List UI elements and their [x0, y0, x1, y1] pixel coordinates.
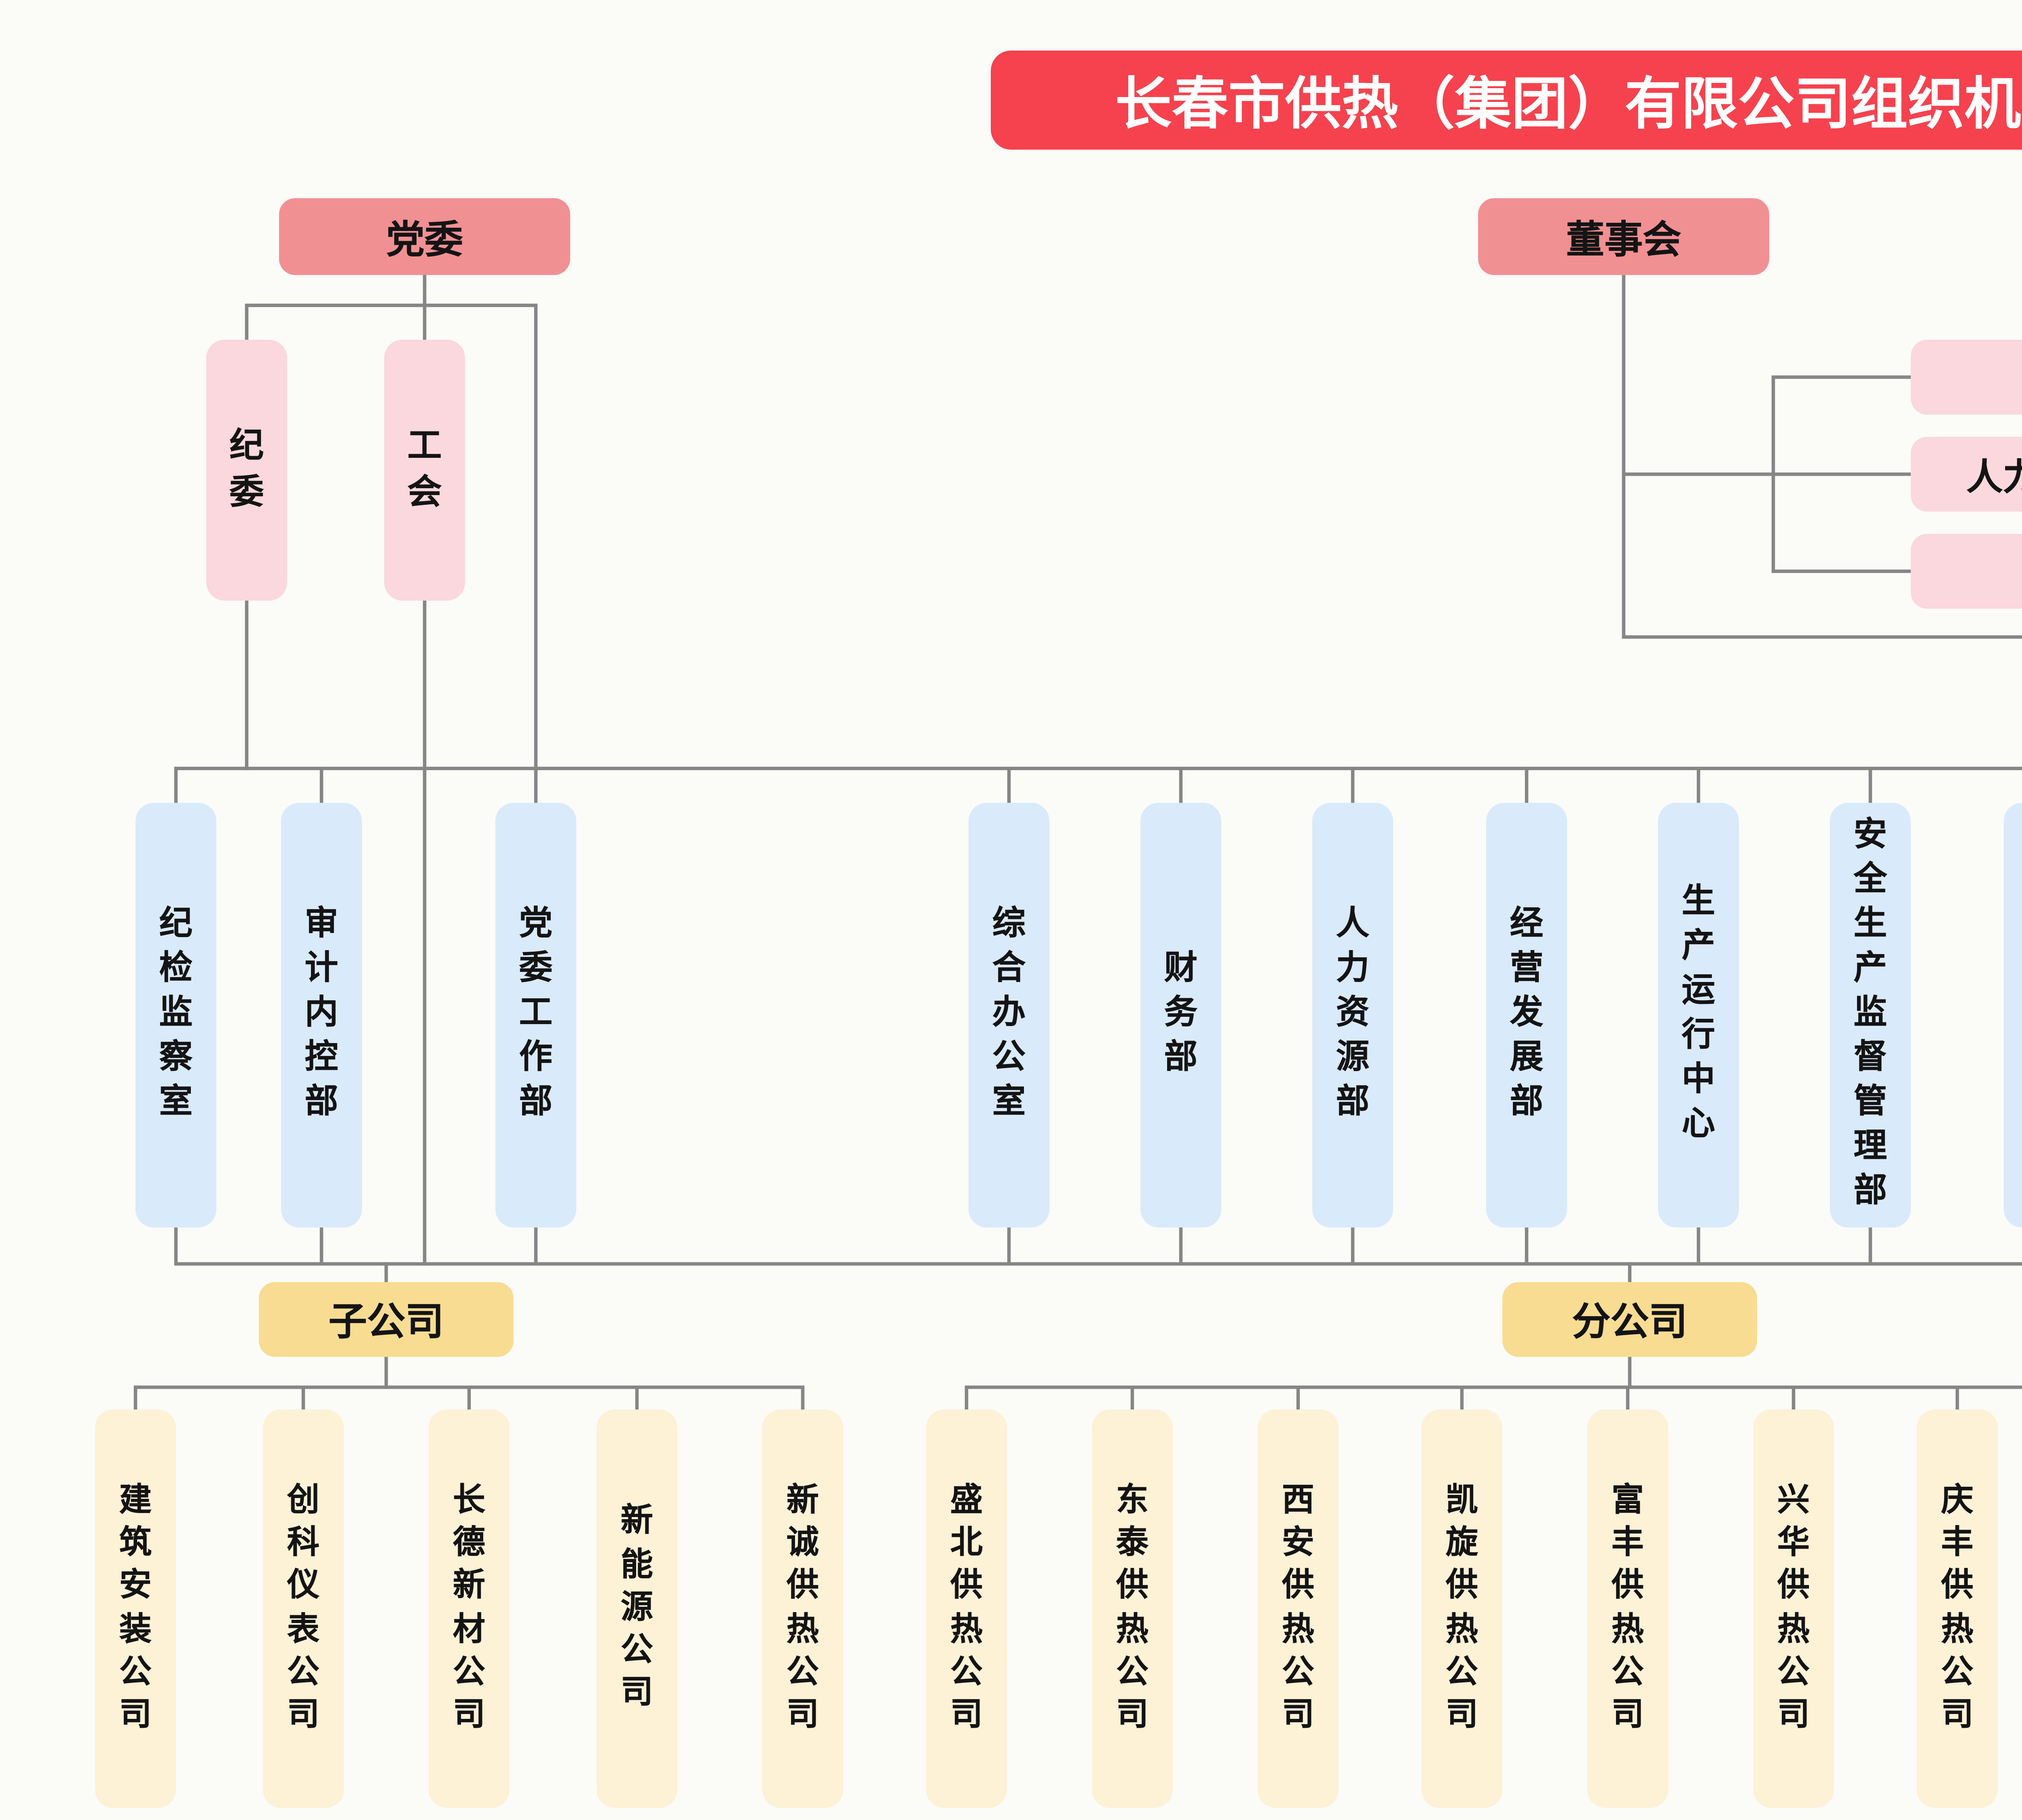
node-committee: 人力资源开发与薪酬管理委员会	[1911, 437, 2022, 512]
department-node: 人力资源部	[1312, 803, 1393, 1227]
department-node: 纪检监察室	[135, 803, 216, 1227]
party-connectors	[245, 273, 538, 1266]
group-node-branches: 分公司	[1502, 1282, 1757, 1357]
company-node: 庆丰供热公司	[1917, 1409, 1998, 1808]
department-node: 生产运行中心	[1658, 803, 1739, 1227]
company-node: 新能源公司	[596, 1409, 677, 1808]
department-node: 党委工作部	[495, 803, 576, 1227]
group-connectors	[133, 1262, 2022, 1412]
chart-title: 长春市供热（集团）有限公司组织机构图	[991, 51, 2022, 150]
company-node: 长德新材公司	[429, 1409, 510, 1808]
department-node: 综合办公室	[969, 803, 1049, 1227]
node-board-of-directors: 董事会	[1478, 198, 1769, 275]
company-node: 凯旋供热公司	[1421, 1409, 1502, 1808]
department-node: 安全生产监督管理部	[1830, 803, 1911, 1227]
department-bottom-rail	[174, 1225, 2022, 1266]
department-node: 经营发展部	[1486, 803, 1567, 1227]
department-top-rail	[174, 766, 2022, 805]
company-node: 富丰供热公司	[1587, 1409, 1668, 1808]
department-node: 财务部	[1140, 803, 1221, 1227]
board-connectors	[1622, 273, 2022, 639]
company-node: 西安供热公司	[1258, 1409, 1339, 1808]
department-node: 工程技术部	[2004, 803, 2022, 1227]
company-node: 建筑安装公司	[95, 1409, 176, 1808]
company-node: 盛北供热公司	[926, 1409, 1007, 1808]
node-committee: 审计内控委员会	[1911, 534, 2022, 609]
company-node: 新诚供热公司	[762, 1409, 843, 1808]
company-node: 东泰供热公司	[1092, 1409, 1173, 1808]
group-node-subsidiaries: 子公司	[259, 1282, 514, 1357]
node-party-committee: 党委	[279, 198, 570, 275]
company-node: 创科仪表公司	[263, 1409, 344, 1808]
company-node: 兴华供热公司	[1753, 1409, 1834, 1808]
node-discipline-committee: 纪委	[206, 340, 287, 601]
node-labor-union: 工会	[384, 340, 465, 601]
node-committee: 战略发展委员会	[1911, 340, 2022, 415]
department-node: 审计内控部	[281, 803, 362, 1227]
